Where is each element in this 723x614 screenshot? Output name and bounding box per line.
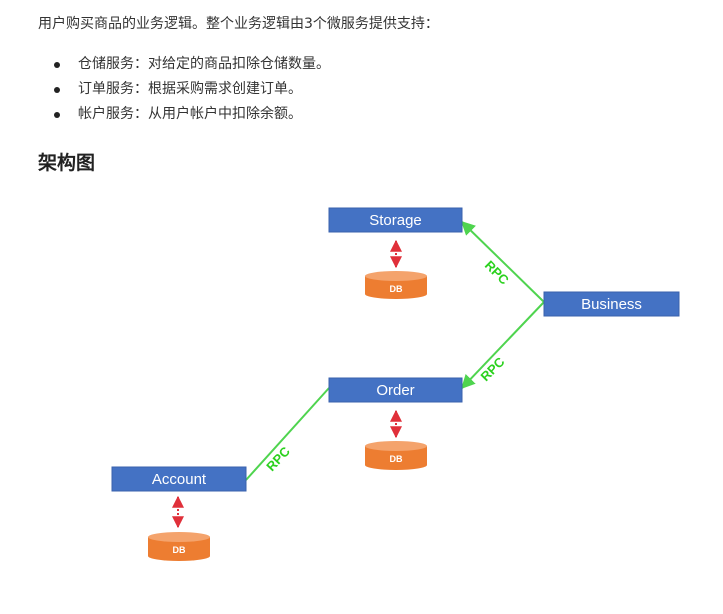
db-label: DB — [390, 454, 403, 464]
bullet-dot — [54, 87, 60, 93]
storage-db-cylinder: DB — [365, 271, 427, 299]
list-item-text: 帐户服务：从用户帐户中扣除余额。 — [78, 106, 302, 122]
list-item: 帐户服务：从用户帐户中扣除余额。 — [54, 102, 330, 127]
list-item-text: 仓储服务：对给定的商品扣除仓储数量。 — [78, 56, 330, 72]
rpc-link-order-account — [245, 387, 330, 481]
list-item: 订单服务：根据采购需求创建订单。 — [54, 77, 330, 102]
account-db-cylinder: DB — [148, 532, 210, 561]
list-item-text: 订单服务：根据采购需求创建订单。 — [78, 81, 302, 97]
db-label: DB — [390, 284, 403, 294]
rpc-label: RPC — [478, 354, 508, 384]
business-service-label: Business — [581, 296, 642, 313]
section-heading: 架构图 — [38, 152, 96, 174]
list-item: 仓储服务：对给定的商品扣除仓储数量。 — [54, 52, 330, 77]
account-service-label: Account — [152, 471, 207, 488]
storage-service-node: Storage — [328, 207, 463, 233]
rpc-link-business-storage — [460, 221, 545, 303]
order-service-node: Order — [328, 377, 463, 403]
bullet-dot — [54, 62, 60, 68]
service-list: 仓储服务：对给定的商品扣除仓储数量。 订单服务：根据采购需求创建订单。 帐户服务… — [54, 52, 330, 127]
order-service-label: Order — [376, 382, 414, 399]
intro-text: 用户购买商品的业务逻辑。整个业务逻辑由3个微服务提供支持： — [38, 16, 439, 32]
business-service-node: Business — [543, 291, 680, 317]
order-db-cylinder: DB — [365, 441, 427, 470]
rpc-label: RPC — [263, 443, 293, 474]
storage-service-label: Storage — [369, 212, 422, 229]
rpc-link-business-order — [461, 301, 545, 390]
account-service-node: Account — [111, 466, 247, 492]
rpc-label: RPC — [482, 258, 512, 288]
db-label: DB — [173, 545, 186, 555]
bullet-dot — [54, 112, 60, 118]
